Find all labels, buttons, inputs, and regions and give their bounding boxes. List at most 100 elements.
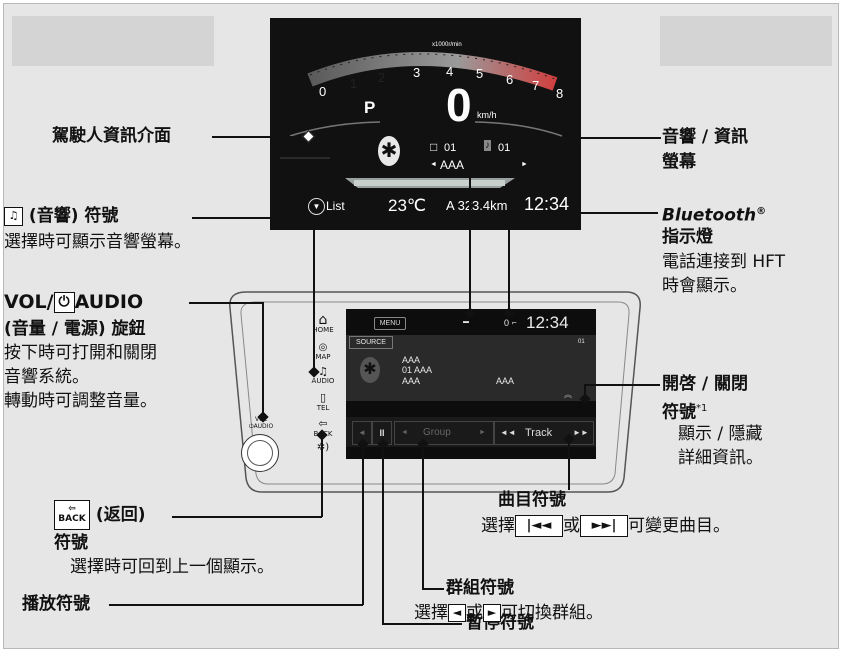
- map-button[interactable]: ◎ MAP: [307, 342, 339, 361]
- tachometer-arc: [280, 51, 563, 188]
- tach-num-0: 0: [319, 84, 327, 99]
- label-audio-screen-1: 音響 / 資訊: [662, 127, 749, 147]
- open-close-icon[interactable]: ︽: [564, 390, 572, 399]
- label-group-title: 群組符號: [446, 578, 514, 598]
- leader-back-v: [321, 434, 323, 517]
- list-label: List: [326, 199, 345, 213]
- label-bt-line4: 時會顯示。: [662, 276, 747, 296]
- group-desc-a: 選擇: [414, 603, 448, 623]
- group-label: Group: [423, 427, 451, 438]
- group-prev-button[interactable]: ◄: [401, 429, 408, 436]
- vol-title-b: AUDIO: [74, 291, 144, 313]
- label-openclose-2: 符號*1: [662, 397, 707, 425]
- label-back-title: ⇦BACK (返回): [54, 500, 145, 530]
- back-symbol-icon: ⇦BACK: [54, 500, 90, 530]
- label-bt-line3: 電話連接到 HFT: [662, 252, 786, 272]
- vol-knob-label-bottom: AUDIO: [253, 423, 274, 430]
- label-vol-line2: (音量 / 電源) 旋鈕: [4, 319, 146, 339]
- driver-information-interface: x1000r/min 0 1 2 3 4 5 6 7 8 P 0 km/h ✱ …: [270, 18, 581, 230]
- home-label: HOME: [312, 326, 334, 334]
- group-next-button[interactable]: ►: [479, 429, 486, 436]
- track-desc-a: 選擇: [481, 516, 515, 536]
- leader-driver-info: [212, 136, 307, 138]
- group-control: ◄ Group ►: [394, 421, 494, 445]
- label-group-desc: 選擇◄或►可切換群組。: [414, 601, 603, 625]
- track-info-panel: [346, 335, 596, 401]
- tach-num-4: 4: [446, 64, 454, 79]
- map-label: MAP: [315, 353, 331, 361]
- leader-screen-v: [469, 137, 471, 313]
- leader-screen-h: [469, 137, 661, 139]
- power-symbol-icon: ⏻: [53, 292, 75, 313]
- leader-vol-v: [262, 302, 264, 416]
- screen-row-3-right: AAA: [496, 376, 515, 386]
- group-desc-c: 可切換群組。: [501, 603, 603, 623]
- label-vol-line3: 按下時可打開和關閉: [4, 343, 157, 363]
- track-prev-button[interactable]: ◄◄: [500, 428, 516, 437]
- bt-title-text: Bluetooth: [662, 205, 757, 226]
- source-label: SOURCE: [356, 339, 386, 346]
- track-icon: ♪: [484, 140, 491, 151]
- leader-openclose-v: [584, 384, 586, 399]
- label-driver-info: 駕駛人資訊介面: [52, 126, 171, 146]
- audio-icon-title-text: (音響) 符號: [28, 206, 119, 226]
- tach-num-5: 5: [476, 66, 484, 81]
- leader-group-h: [422, 588, 444, 590]
- phone-voice-button[interactable]: ✲): [307, 442, 339, 453]
- source-button[interactable]: SOURCE: [349, 336, 393, 349]
- tel-button[interactable]: ▯ TEL: [307, 392, 339, 413]
- audio-button[interactable]: ♫ AUDIO: [307, 366, 339, 385]
- screen-row-2: 01 AAA: [402, 365, 433, 375]
- screen-row-1: AAA: [402, 355, 421, 365]
- home-button[interactable]: ⌂ HOME: [307, 313, 339, 334]
- leader-play-h: [109, 604, 363, 606]
- cluster-track-1: 01: [444, 142, 457, 154]
- voice-icon: ✲): [316, 442, 330, 453]
- leader-track-v: [568, 438, 570, 490]
- leader-audio-icon-h: [192, 217, 314, 219]
- audio-info-screen: MENU ▬ 0 ⌐ 12:34 SOURCE 01 ✱ AAA 01 AAA …: [346, 309, 596, 459]
- screen-time: 12:34: [526, 313, 569, 332]
- openclose-footnote: *1: [696, 403, 708, 414]
- screen-row-3: AAA: [402, 376, 421, 386]
- power-icon: ⏻: [248, 423, 254, 430]
- screen-bluetooth-icon: ✱: [360, 357, 380, 383]
- gear-indicator: P: [364, 98, 376, 117]
- tach-num-8: 8: [556, 86, 564, 101]
- label-back-line2: 符號: [54, 533, 88, 553]
- label-bt-line2: 指示燈: [662, 227, 713, 247]
- leader-bt-h: [508, 212, 658, 214]
- leader-openclose-h: [584, 384, 660, 386]
- map-icon: ◎: [318, 342, 328, 353]
- screen-track-top: 01: [578, 339, 585, 345]
- menu-label: MENU: [379, 320, 401, 327]
- bt-registered-mark: ®: [756, 206, 767, 217]
- tach-num-7: 7: [532, 78, 540, 93]
- audio-label: AUDIO: [311, 377, 335, 385]
- tach-unit: x1000r/min: [432, 42, 462, 48]
- bluetooth-indicator-icon: ⌐: [512, 318, 517, 327]
- label-vol-line4: 音響系統。: [4, 367, 89, 387]
- leader-pause-v: [382, 444, 384, 624]
- tach-num-3: 3: [413, 65, 421, 80]
- back-title-text: (返回): [95, 505, 146, 525]
- label-audio-screen-2: 螢幕: [662, 152, 696, 172]
- speed-value: 0: [446, 79, 472, 131]
- leader-bt-v: [508, 212, 510, 313]
- track-next-button[interactable]: ►►: [573, 428, 589, 437]
- menu-button[interactable]: MENU: [374, 317, 406, 330]
- screen-signal-bar: ▬: [463, 319, 469, 325]
- signal-strength: 0: [504, 318, 510, 328]
- tach-num-2: 2: [378, 70, 386, 85]
- openclose-2-text: 符號: [662, 402, 696, 423]
- left-triangle-icon: ◄: [448, 604, 466, 622]
- vol-title-a: VOL/: [4, 291, 54, 313]
- skip-forward-icon: ►►|: [580, 515, 628, 537]
- bluetooth-icon: ✱: [378, 136, 400, 166]
- prev-arrow-icon: ◄: [430, 161, 437, 168]
- leader-audio-icon-v: [313, 217, 315, 372]
- vol-audio-knob[interactable]: [241, 434, 279, 472]
- header-tab-left: [12, 16, 214, 66]
- cluster-time: 12:34: [524, 194, 570, 214]
- folder-icon: □: [430, 140, 438, 154]
